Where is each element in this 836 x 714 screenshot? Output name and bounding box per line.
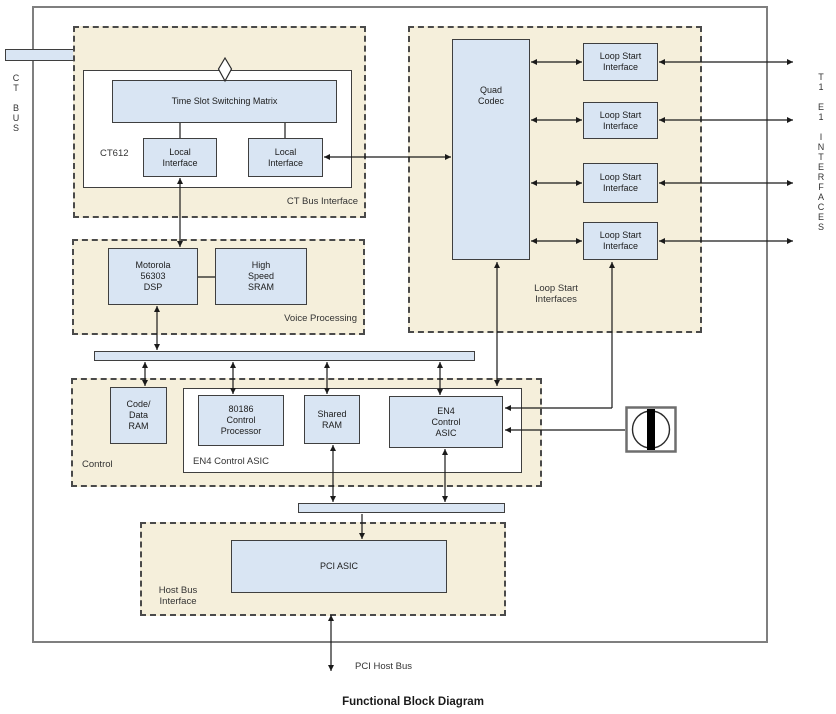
block-local-interface-right: Local Interface: [248, 138, 323, 177]
control-section-label: Control: [82, 459, 113, 470]
block-motorola-dsp: Motorola 56303 DSP: [108, 248, 198, 305]
ct-section-label: CT Bus Interface: [286, 196, 358, 207]
block-loop-start-interface-2: Loop Start Interface: [583, 102, 658, 139]
pci-host-bus-label: PCI Host Bus: [355, 661, 413, 672]
local-bus-bar: [94, 351, 475, 361]
block-shared-ram: Shared RAM: [304, 395, 360, 444]
block-loop-start-interface-3: Loop Start Interface: [583, 163, 658, 203]
block-en4-control-asic: EN4 Control ASIC: [389, 396, 503, 448]
block-loop-start-interface-1: Loop Start Interface: [583, 43, 658, 81]
t1-e1-interfaces-label: T 1 E 1 I N T E R F A C E S: [817, 72, 825, 232]
ct-bus-label: C T B U S: [12, 73, 20, 133]
block-local-interface-left: Local Interface: [143, 138, 217, 177]
loop-section-label: Loop Start Interfaces: [534, 283, 578, 305]
voice-section-label: Voice Processing: [284, 313, 357, 324]
block-high-speed-sram: High Speed SRAM: [215, 248, 307, 305]
block-time-slot-switching-matrix: Time Slot Switching Matrix: [112, 80, 337, 123]
diagram-caption: Functional Block Diagram: [342, 696, 484, 708]
block-loop-start-interface-4: Loop Start Interface: [583, 222, 658, 260]
circle-bar-icon: [625, 406, 677, 453]
card-outline: [32, 6, 768, 643]
block-80186-processor: 80186 Control Processor: [198, 395, 284, 446]
host-section-label: Host Bus Interface: [158, 585, 198, 607]
block-code-data-ram: Code/ Data RAM: [110, 387, 167, 444]
ct612-chip-label: CT612: [100, 148, 129, 159]
block-quad-codec: Quad Codec: [452, 39, 530, 260]
host-local-bus-bar: [298, 503, 505, 513]
block-pci-asic: PCI ASIC: [231, 540, 447, 593]
en4-asic-group-label: EN4 Control ASIC: [193, 456, 270, 467]
